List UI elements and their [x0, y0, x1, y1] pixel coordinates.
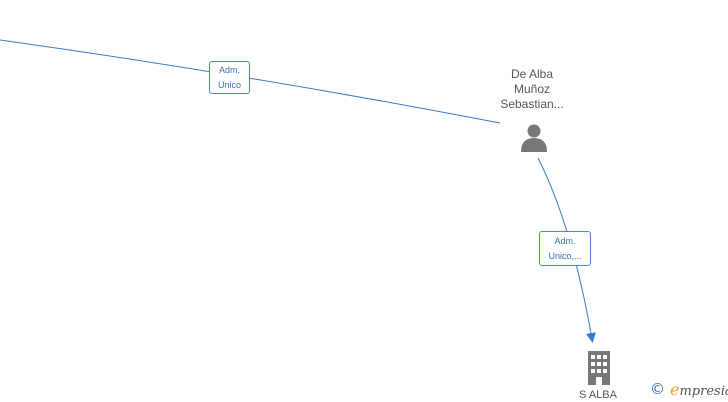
edge-line-1 [0, 39, 501, 124]
edge-label-line: Unico,... [548, 251, 582, 261]
edge-label-line: Unico [217, 80, 241, 90]
company-name: S ALBA [579, 389, 617, 401]
building-icon[interactable] [585, 350, 613, 385]
person-icon[interactable] [519, 122, 549, 152]
edge-label-line: Adm. [554, 236, 576, 246]
empresia-watermark: © empresia [650, 378, 728, 400]
edge-label-adm-unico[interactable]: Adm. Unico [209, 61, 250, 94]
edge-label-line: Adm. [218, 65, 240, 75]
brand-rest: mpresia [679, 383, 728, 399]
brand-initial: e [670, 379, 680, 399]
person-name-line: Sebastian... [500, 97, 564, 111]
empresia-logo: empresia [670, 380, 728, 399]
person-node-name[interactable]: De Alba Muñoz Sebastian... [484, 67, 580, 112]
edge-label-adm-unico-2[interactable]: Adm. Unico,... [539, 231, 591, 266]
person-name-line: De Alba [510, 67, 554, 81]
copyright-icon: © [650, 380, 665, 398]
company-node-name[interactable]: S ALBA [566, 389, 630, 402]
person-name-line: Muñoz [513, 82, 551, 96]
